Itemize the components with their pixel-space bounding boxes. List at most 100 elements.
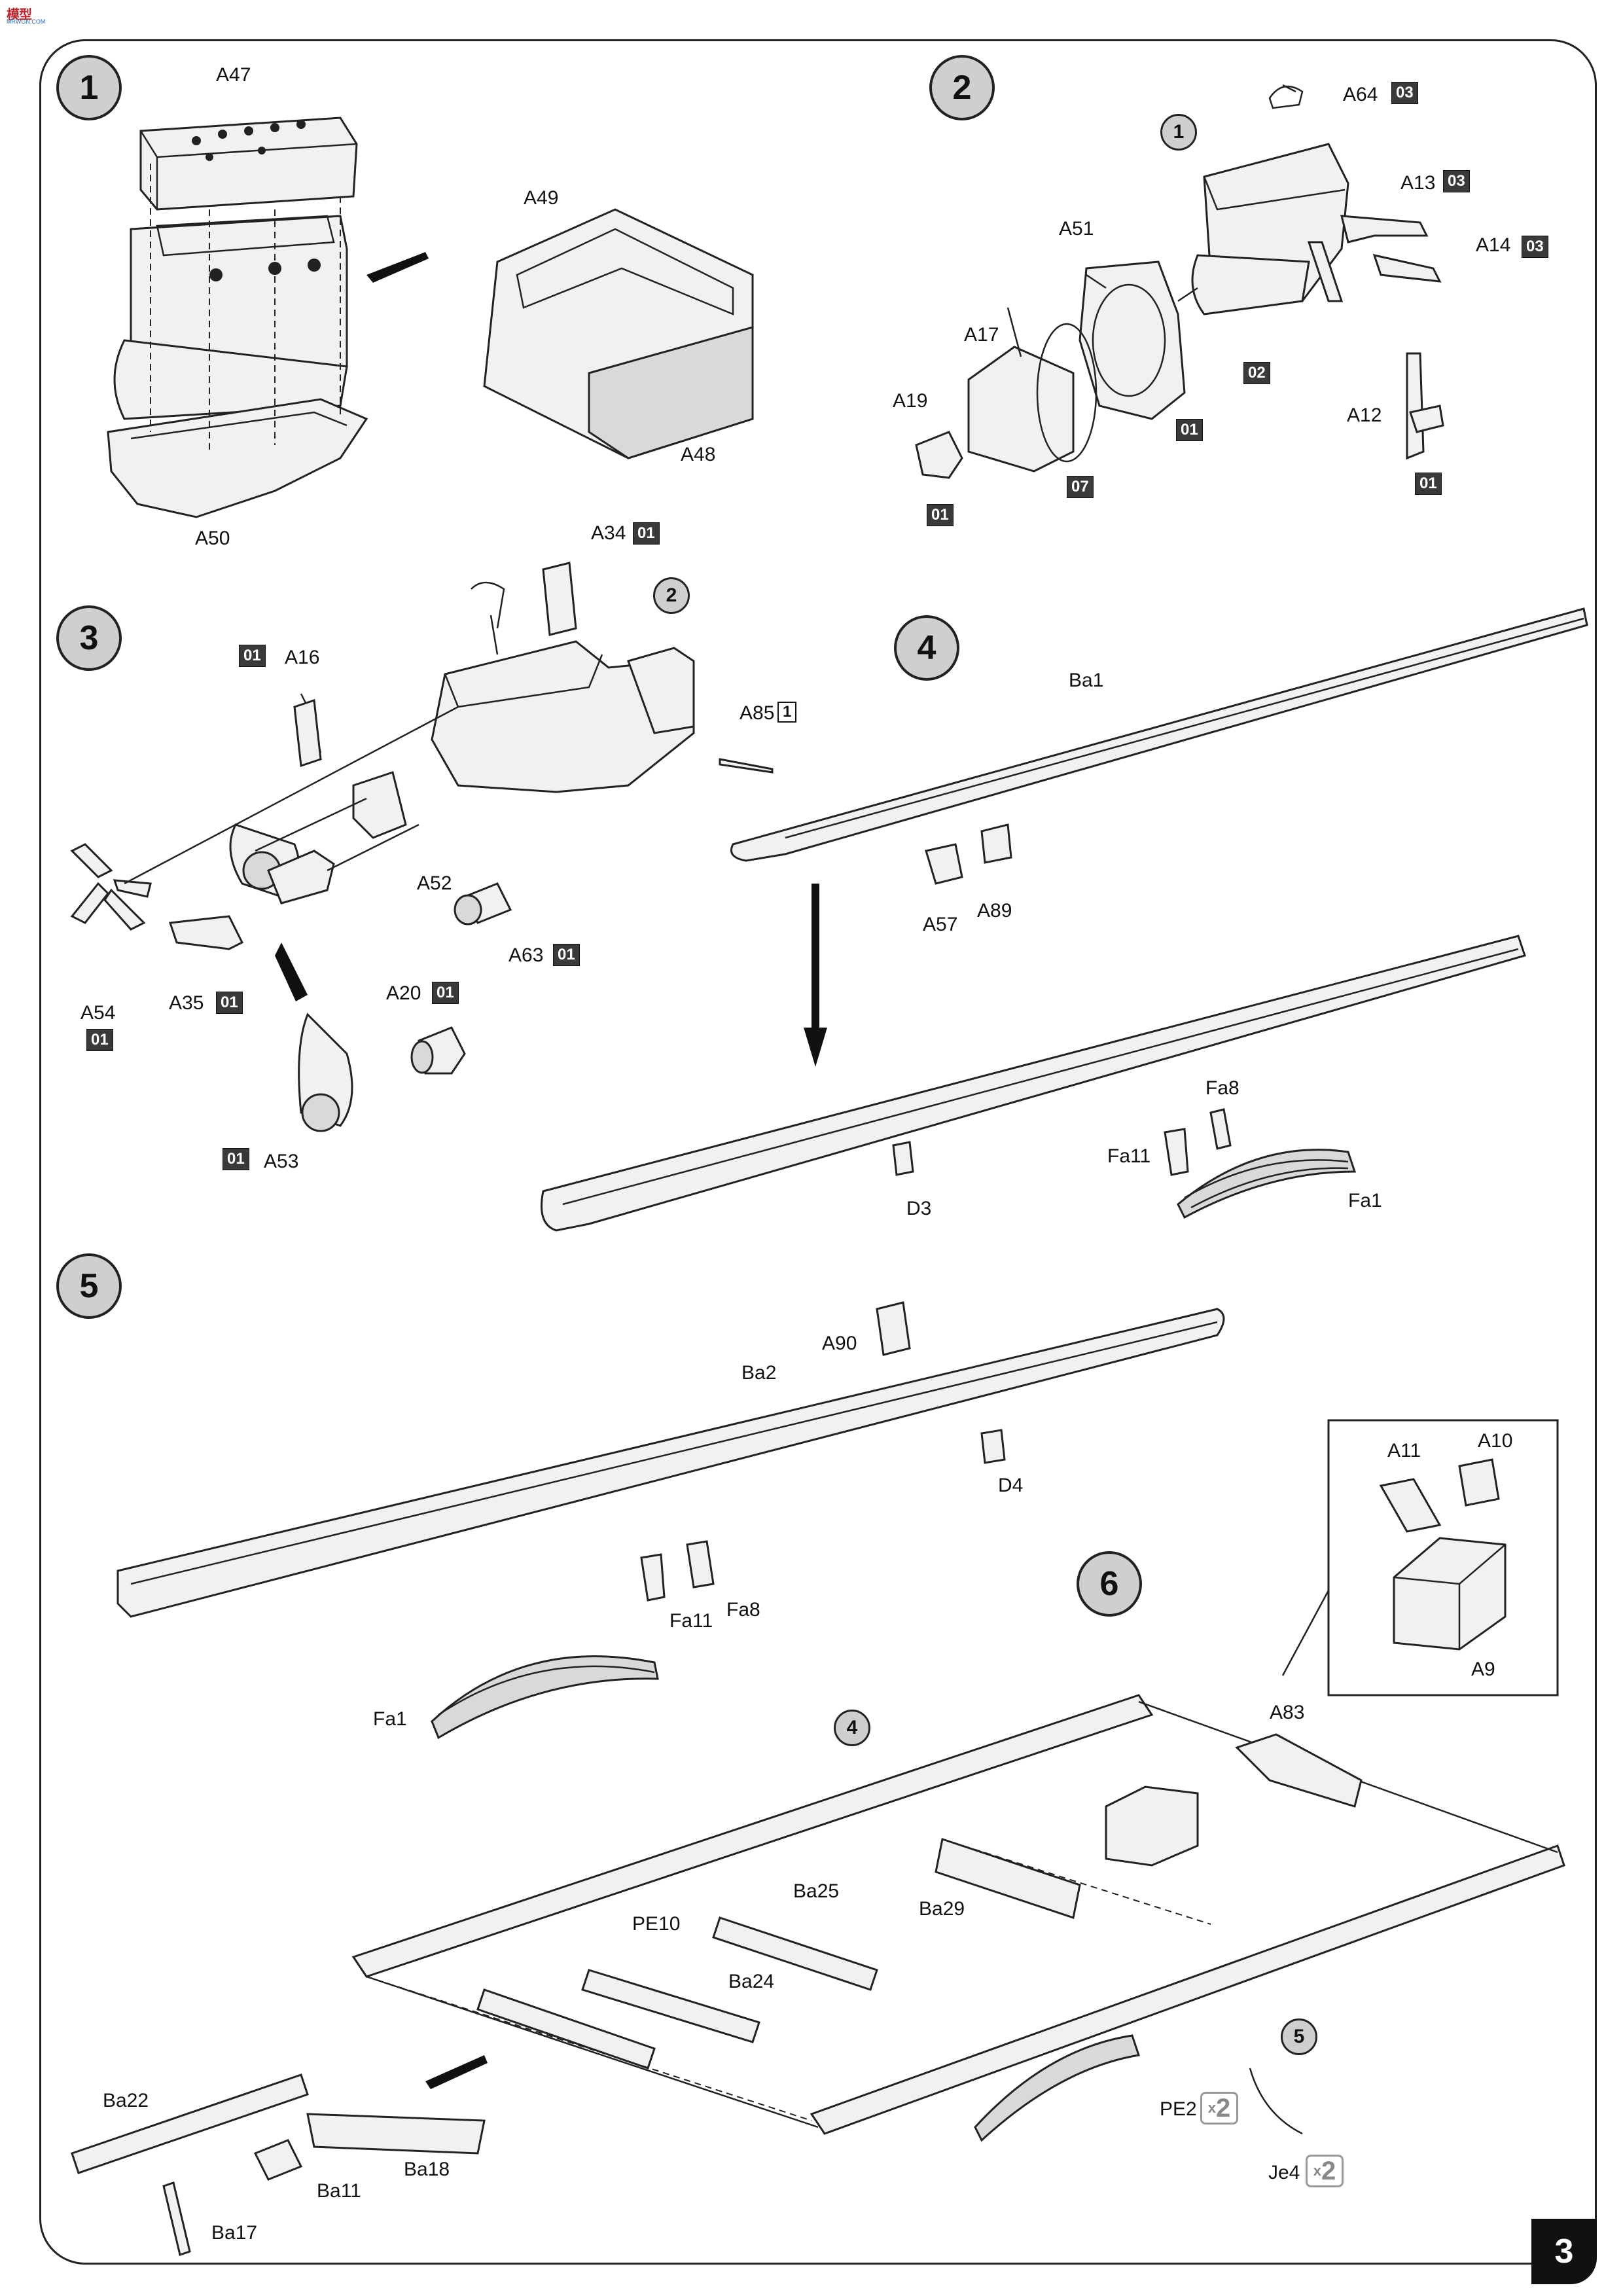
badge-a13: 03 — [1443, 170, 1470, 193]
belt-pulley-part — [298, 1013, 353, 1132]
step-number-5: 5 — [56, 1253, 122, 1319]
label-ba22: Ba22 — [103, 2090, 149, 2111]
label-a49: A49 — [524, 187, 559, 209]
bracket-a89-part — [980, 823, 1012, 864]
shackle-fa8-part — [1209, 1108, 1232, 1150]
step-number-3: 3 — [56, 605, 122, 671]
badge-a35: 01 — [216, 992, 243, 1014]
label-a35: A35 — [169, 992, 204, 1014]
label-a11: A11 — [1387, 1440, 1421, 1462]
badge-a16: 01 — [239, 645, 266, 668]
multiplier-pe2-count: 2 — [1216, 2093, 1231, 2123]
distributor-shaft-part — [542, 562, 577, 636]
battery-box-a9-part — [1105, 1785, 1199, 1867]
label-fa1: Fa1 — [1348, 1190, 1382, 1211]
bracket-a57-part — [925, 843, 963, 885]
rear-leaf-spring-part — [974, 2034, 1140, 2142]
badge-a20: 01 — [432, 982, 459, 1005]
crossmember-ba29-part — [935, 1838, 1081, 1919]
label-ba2: Ba2 — [741, 1362, 777, 1384]
exhaust-pipe-part — [1406, 352, 1444, 460]
engine-frame-part-a48-a49 — [483, 208, 754, 459]
label-a19: A19 — [893, 390, 928, 412]
label-a47: A47 — [216, 64, 251, 86]
page-number: 3 — [1531, 2219, 1597, 2284]
label-ba18: Ba18 — [404, 2159, 450, 2180]
label-fa1-step5: Fa1 — [373, 1708, 407, 1730]
starter-motor-part — [454, 882, 512, 925]
badge-a14: 03 — [1522, 236, 1548, 259]
badge-a51: 01 — [1176, 419, 1203, 442]
crossmember-ba24-part — [581, 1969, 760, 2043]
subassembly-ref-5: 5 — [1281, 2018, 1317, 2055]
step-number-2: 2 — [929, 55, 995, 120]
chassis-rail-assembled-part — [541, 935, 1526, 1232]
subassembly-ref-2: 2 — [653, 577, 690, 614]
leaf-spring-fa1-step5-part — [431, 1655, 659, 1740]
brand-url: MRWGN.COM — [7, 18, 46, 25]
label-fa8: Fa8 — [1205, 1077, 1240, 1099]
bracket-a90-part — [876, 1301, 911, 1356]
label-a63: A63 — [508, 944, 544, 966]
label-je4: Je4 — [1268, 2162, 1300, 2183]
gearbox-cover-part — [915, 431, 963, 479]
label-fa11: Fa11 — [1107, 1145, 1151, 1167]
label-a50: A50 — [195, 528, 230, 549]
badge-a12: 01 — [1415, 473, 1442, 495]
multiplier-pe2-x: x — [1207, 2100, 1216, 2116]
label-a10: A10 — [1478, 1430, 1513, 1452]
step3-direction-arrow — [275, 942, 308, 1001]
label-pe10: PE10 — [632, 1913, 681, 1935]
oil-pan-part — [107, 398, 368, 518]
label-a85: A85 — [740, 702, 775, 724]
leaf-spring-fa1-part — [1177, 1149, 1357, 1219]
engine-block-part — [113, 215, 348, 420]
timing-cover-part — [352, 771, 407, 839]
engine-assembly-part — [1191, 143, 1349, 315]
label-a34: A34 — [591, 522, 626, 544]
engine-head-part — [139, 117, 358, 211]
shackle-fa8-step5-part — [686, 1540, 715, 1588]
bellhousing-part — [1079, 260, 1186, 420]
badge-a85: 1 — [777, 702, 797, 723]
front-axle-assembly-part — [71, 1988, 656, 2256]
label-a16: A16 — [285, 647, 320, 668]
badge-a34: 01 — [633, 522, 660, 545]
brand-logo-text: 模型 — [7, 8, 32, 22]
label-a48: A48 — [681, 444, 716, 465]
shackle-fa11-step5-part — [640, 1553, 666, 1602]
label-a89: A89 — [977, 900, 1012, 922]
step1-direction-arrow — [366, 252, 429, 283]
battery-box-inset — [1281, 1419, 1559, 1696]
label-fa8-step5: Fa8 — [726, 1599, 760, 1621]
label-ba1: Ba1 — [1069, 670, 1104, 691]
page-frame — [39, 39, 1597, 2265]
label-a64: A64 — [1343, 84, 1378, 105]
label-a14: A14 — [1476, 234, 1511, 256]
main-chassis-assembly-part — [351, 1694, 1565, 2135]
crossmember-ba25-part — [712, 1916, 878, 1991]
label-ba24: Ba24 — [728, 1971, 775, 1992]
step-number-6: 6 — [1077, 1551, 1142, 1617]
label-a54: A54 — [80, 1002, 116, 1024]
fan-part — [70, 843, 152, 931]
dynamo-part — [267, 850, 335, 905]
label-a53: A53 — [264, 1151, 299, 1172]
label-a20: A20 — [386, 982, 421, 1004]
step6-direction-arrow — [425, 2055, 488, 2089]
label-a9: A9 — [1471, 1659, 1495, 1680]
badge-a53: 01 — [223, 1148, 249, 1171]
bracket-d3-part — [892, 1141, 914, 1176]
label-pe2: PE2 — [1160, 2098, 1197, 2120]
label-ba29: Ba29 — [919, 1898, 965, 1920]
step-number-4: 4 — [894, 615, 959, 681]
label-a90: A90 — [822, 1333, 857, 1354]
fan-bracket-part — [168, 915, 244, 950]
brand-logo: 模型 MRWGN.COM — [7, 4, 46, 25]
label-a12: A12 — [1347, 404, 1382, 426]
pipe-je4-part — [1249, 2068, 1303, 2135]
label-d3: D3 — [906, 1198, 932, 1219]
label-fa11-step5: Fa11 — [669, 1610, 713, 1632]
